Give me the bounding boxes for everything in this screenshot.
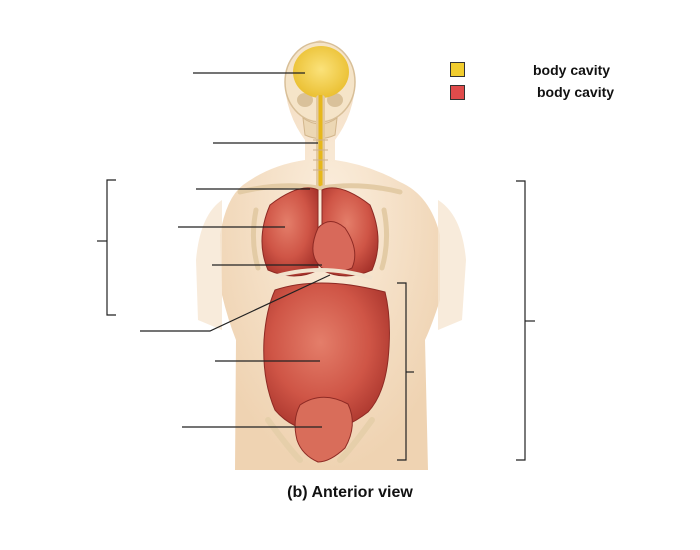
rib-cage xyxy=(237,183,403,271)
legend-swatch-dorsal xyxy=(450,62,465,77)
heart xyxy=(312,221,356,272)
diaphragm xyxy=(269,268,373,280)
figure-caption: (b) Anterior view xyxy=(287,484,413,501)
legend-label-dorsal: body cavity xyxy=(533,62,611,78)
label-lines xyxy=(140,72,331,428)
cranial-cavity-brain xyxy=(293,46,349,98)
abdominopelvic-cavity xyxy=(263,282,390,433)
vertebral-column xyxy=(313,95,328,190)
pelvic-cavity xyxy=(294,396,353,463)
legend-swatch-ventral xyxy=(450,85,465,100)
pelvis xyxy=(265,417,375,463)
legend-label-ventral: body cavity xyxy=(537,84,615,100)
brackets xyxy=(97,179,535,461)
